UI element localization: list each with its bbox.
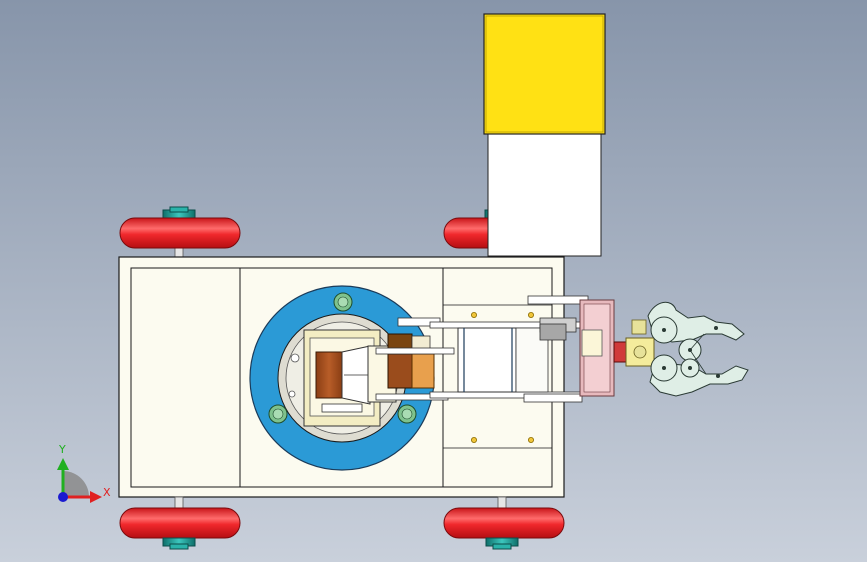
sensor-assembly[interactable] xyxy=(483,13,606,257)
screw xyxy=(470,311,477,318)
wheel-tire xyxy=(119,217,241,249)
arm-base-foot xyxy=(321,403,363,413)
turntable-hole xyxy=(288,390,296,398)
gripper[interactable] xyxy=(647,301,749,397)
servo-block xyxy=(387,353,413,389)
wrist-block xyxy=(581,329,603,357)
gear-shaft xyxy=(631,319,647,335)
triad-arc xyxy=(63,471,89,497)
y-axis-arrowhead xyxy=(57,458,69,470)
wrist-servo xyxy=(539,323,567,341)
arm-link xyxy=(375,347,455,355)
axle xyxy=(497,496,507,510)
chassis-inner-frame xyxy=(130,267,553,488)
z-axis-origin xyxy=(58,492,68,502)
arm-link-panel xyxy=(457,327,517,393)
gripper-motor xyxy=(613,341,627,363)
turntable-bolt xyxy=(268,404,288,424)
wheel-front-left[interactable] xyxy=(119,496,241,550)
claw-linkage xyxy=(689,349,707,375)
claw-linkage xyxy=(689,333,705,351)
elbow-servo[interactable] xyxy=(367,333,455,403)
wrist-link xyxy=(523,393,583,403)
servo-block xyxy=(315,351,343,399)
wheel-tire xyxy=(443,507,565,539)
wheel-rear-left[interactable] xyxy=(119,206,241,259)
sensor-mast xyxy=(487,133,602,257)
y-axis-label: Y xyxy=(59,443,66,456)
servo-block xyxy=(411,353,435,389)
x-axis-label: X xyxy=(103,486,111,499)
screw xyxy=(528,436,535,443)
sensor-box-bevel xyxy=(485,15,604,133)
wheel-hub-cap xyxy=(169,206,189,213)
x-axis-arrowhead xyxy=(90,491,102,503)
gear-pin xyxy=(662,328,666,332)
arm-base[interactable] xyxy=(303,329,381,427)
claw-pin xyxy=(714,326,718,330)
orientation-triad[interactable] xyxy=(57,458,102,503)
claw-pin xyxy=(716,374,720,378)
wheel-tire xyxy=(119,507,241,539)
wrist-assembly[interactable] xyxy=(579,299,655,397)
screw xyxy=(528,311,535,318)
gear-pin xyxy=(662,366,666,370)
wrist-link xyxy=(527,295,589,305)
turntable-hole xyxy=(290,353,300,363)
sensor-box xyxy=(483,13,606,135)
wheel-front-right[interactable] xyxy=(443,496,565,550)
wheel-hub-cap xyxy=(169,543,189,550)
axle xyxy=(174,496,184,510)
screw xyxy=(470,436,477,443)
gear xyxy=(633,345,647,359)
turntable-bolt xyxy=(397,404,417,424)
gear-pin xyxy=(688,366,692,370)
turntable-bolt xyxy=(333,292,353,312)
forearm[interactable] xyxy=(397,295,589,403)
wheel-hub-cap xyxy=(492,543,512,550)
